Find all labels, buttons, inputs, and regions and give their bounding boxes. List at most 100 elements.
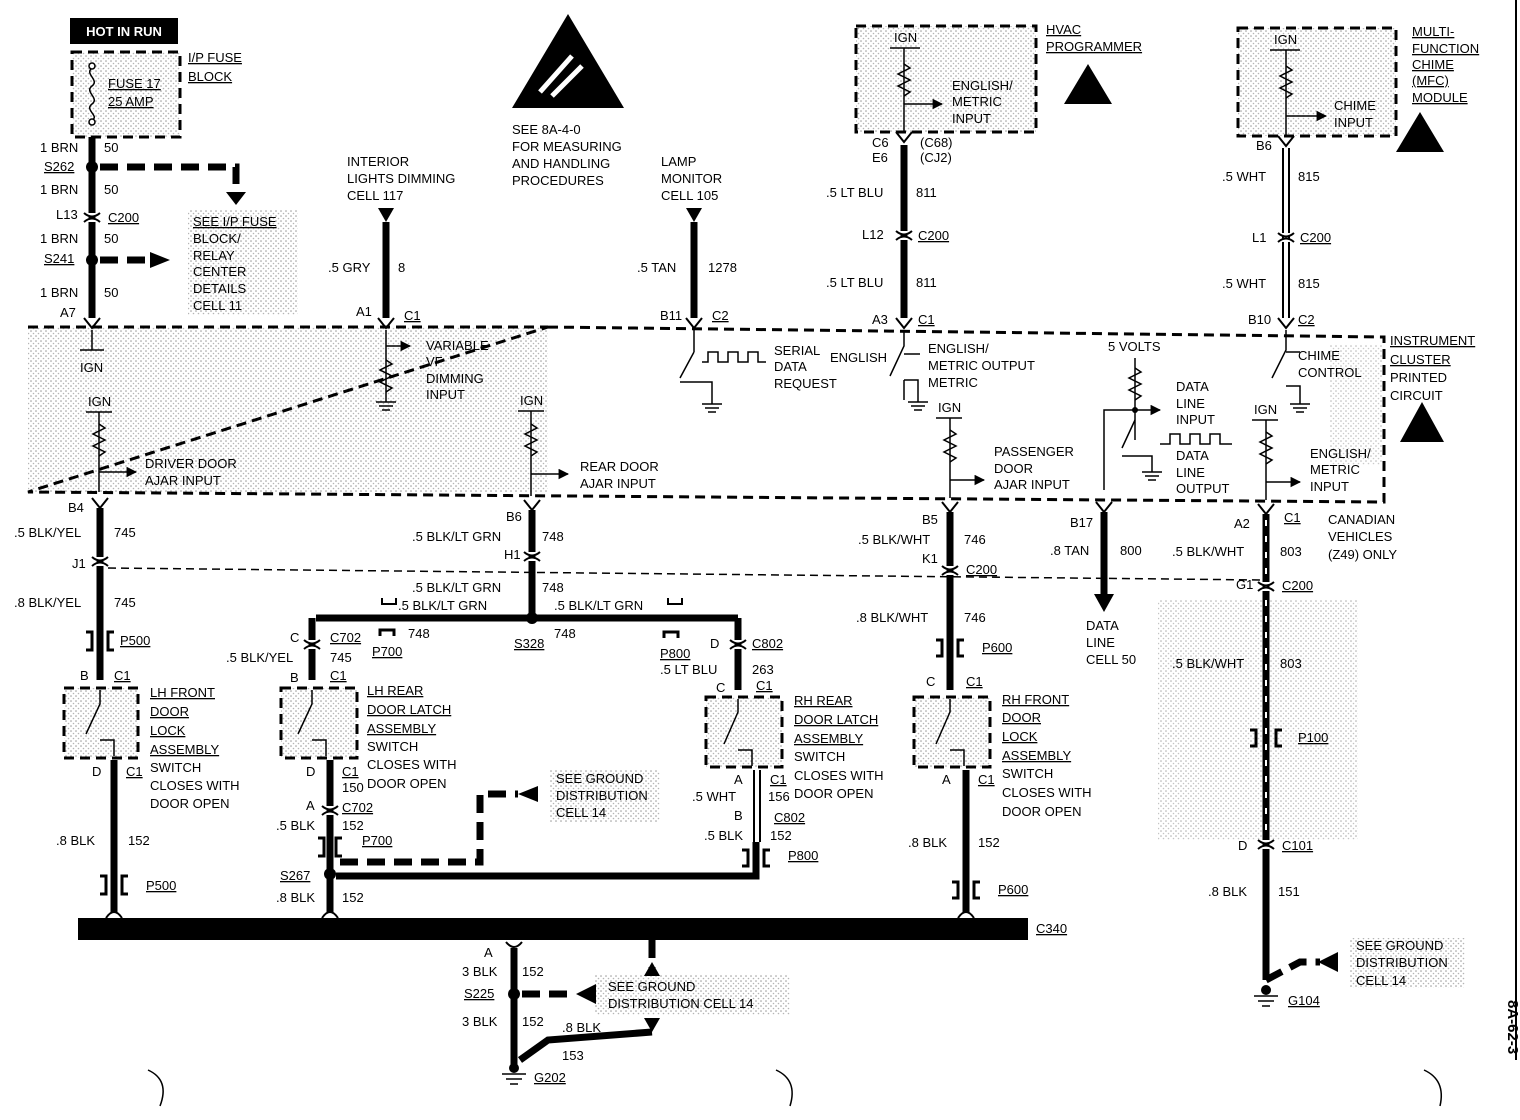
col2-p700b-icon [318,836,342,858]
wire-153 [517,1028,653,1063]
splice-s241 [86,254,98,266]
col6-wire-2-circuit: 803 [1280,656,1302,671]
col1-pin-b4: B4 [68,500,84,515]
col5-data-2: LINE [1086,635,1115,650]
col6-shade [1158,600,1358,840]
rh-rear-title-2: DOOR LATCH [794,712,878,727]
feed-c200-label: C200 [108,210,139,225]
esd-note-line-1: SEE 8A-4-0 [512,122,581,137]
col4-c200-connector [941,565,959,576]
hvac-pin-a3: A3 [872,312,888,327]
splice-s262-label: S262 [44,159,74,174]
mfc-box [1236,26,1398,138]
col3-wire-3-color: .5 BLK [704,828,743,843]
ground-wire-1-circuit: 152 [522,964,544,979]
col3-c802b: C802 [774,810,805,825]
vf-label-3: DIMMING [426,371,484,386]
g104-ground-icon [1254,995,1278,1007]
five-volts-label: 5 VOLTS [1108,339,1161,354]
feed-wire-3-color: 1 BRN [40,231,78,246]
feed-pin-a7: A7 [60,305,76,320]
ground-see-1: SEE GROUND [608,979,695,994]
feed-l13-label: L13 [56,207,78,222]
fuse-rating: 25 AMP [108,94,154,109]
col2-c150: 150 [342,780,364,795]
col1-connector-b4 [91,497,109,510]
col2-wire-7-color: .8 BLK [276,890,315,905]
mfc-pin-b10: B10 [1248,312,1271,327]
rear-ajar-2: AJAR INPUT [580,476,656,491]
col3-pin-d: D [710,636,719,651]
chime-control-2: CONTROL [1298,365,1362,380]
g202-ground-icon [502,1073,526,1085]
serial-square-wave-icon [702,351,766,363]
chime-control-switch [1271,330,1301,404]
vf-resistor-icon [378,359,394,393]
serial-label-1: SERIAL [774,343,820,358]
esd-hand-icon [538,54,584,98]
ground-bus [78,918,1028,940]
col1-conn-c1b: C1 [126,764,143,779]
hvac-input-3: INPUT [952,111,991,126]
driver-ajar-1: DRIVER DOOR [145,456,237,471]
mfc-c2: C2 [1298,312,1315,327]
col2-c702-connector [303,639,321,650]
driver-ajar-2: AJAR INPUT [145,473,221,488]
col6-wire-1-color: .5 BLK/WHT [1172,544,1244,559]
ipc-title-1: INSTRUMENT [1390,333,1475,348]
feed-wire-1-color: 1 BRN [40,140,78,155]
lamp-pin: B11 [660,308,682,323]
interior-wire-circuit: 8 [398,260,405,275]
col4-wire-3-color: .8 BLK [908,835,947,850]
col1-wire-2-color: .8 BLK/YEL [14,595,81,610]
lh-rear-title-1: LH REAR [367,683,423,698]
lamp-line-1: LAMP [661,154,696,169]
col4-wire-1-color: .5 BLK/WHT [858,532,930,547]
col1-wire-1-circuit: 745 [114,525,136,540]
col2-pin-b6: B6 [506,509,522,524]
col4-pin-b5: B5 [922,512,938,527]
feed-wire-4-circuit: 50 [104,285,118,300]
data-line-output-1: DATA [1176,448,1209,463]
emi-resistor-icon [1258,431,1274,465]
splice-s267-label: S267 [280,868,310,883]
mfc-title-1: MULTI- [1412,24,1454,39]
see-ground-shade [550,770,660,822]
feed-wire-2-circuit: 50 [104,182,118,197]
col4-pin-k1: K1 [922,551,938,566]
rear-ajar-1: REAR DOOR [580,459,659,474]
mfc-resistor-icon [1278,65,1294,99]
emi-label-3: INPUT [1310,479,1349,494]
vf-ground-icon [376,401,396,411]
col4-p600b: P600 [998,882,1028,897]
col4-wire-2-circuit: 746 [964,610,986,625]
lh-front-switch-shade [64,688,138,758]
col3-p800-icon [742,848,770,868]
see-ip-line-2: BLOCK/ [193,231,241,246]
lamp-arrow-icon [686,208,702,222]
english-metric-switch [889,330,919,402]
col1-wire-1-color: .5 BLK/YEL [14,525,81,540]
col3-pin-a: A [734,772,743,787]
lh-rear-switch-3: DOOR OPEN [367,776,446,791]
col2-p800-icon [662,630,680,638]
data-line-bus [1103,409,1135,490]
rh-front-switch-shade [914,697,990,767]
col4-pin-a: A [942,772,951,787]
ground-wire-3-circuit: 153 [562,1048,584,1063]
fuse-block-title-2: BLOCK [188,69,232,84]
pass-resistor-icon [942,429,958,463]
ground-note-shade-2 [1350,938,1465,988]
splice-s225-label: S225 [464,986,494,1001]
rh-rear-title-3: ASSEMBLY [794,731,863,746]
rear-resistor-icon [523,423,539,457]
col2-plug-icon-2 [667,598,683,605]
rh-front-title-3: LOCK [1002,729,1038,744]
serial-switch [679,330,713,404]
ground-wire-2-circuit: 152 [522,1014,544,1029]
rh-rear-switch-icon [723,699,753,766]
vf-label-2: VF [426,354,443,369]
hvac-input-1: ENGLISH/ [952,78,1013,93]
interior-line-1: INTERIOR [347,154,409,169]
ipc-esd-icon [1400,402,1444,442]
